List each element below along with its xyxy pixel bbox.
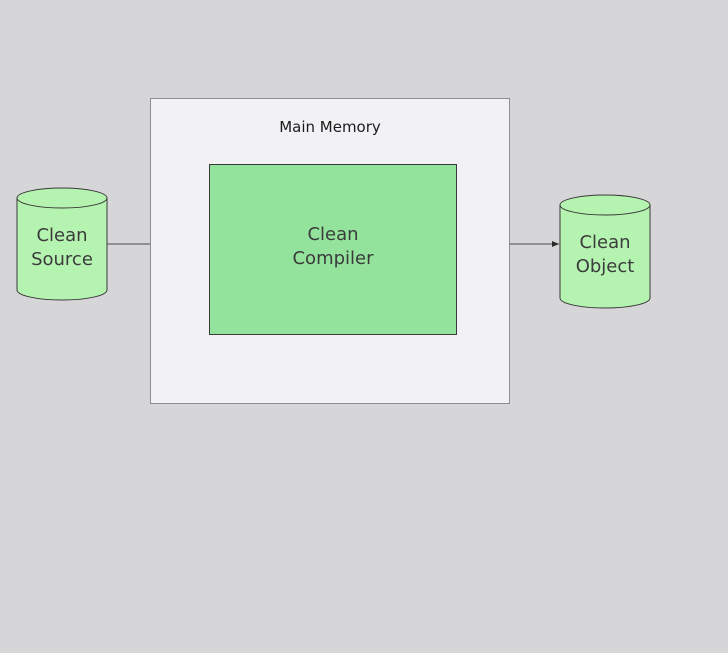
compiler-label-line2: Compiler (292, 248, 374, 269)
object-label-line1: Clean (579, 232, 631, 253)
object-label: Clean Object (560, 231, 650, 279)
compiler-label-line1: Clean (307, 224, 359, 245)
source-cylinder (16, 187, 108, 301)
source-label: Clean Source (17, 224, 107, 272)
object-cylinder (559, 194, 651, 309)
object-label-line2: Object (575, 256, 635, 277)
main-memory-label: Main Memory (279, 118, 381, 136)
compiler-label: Clean Compiler (210, 223, 456, 271)
source-label-line1: Clean (36, 225, 88, 246)
clean-compiler-box: Clean Compiler (209, 164, 457, 335)
source-label-line2: Source (31, 249, 93, 270)
